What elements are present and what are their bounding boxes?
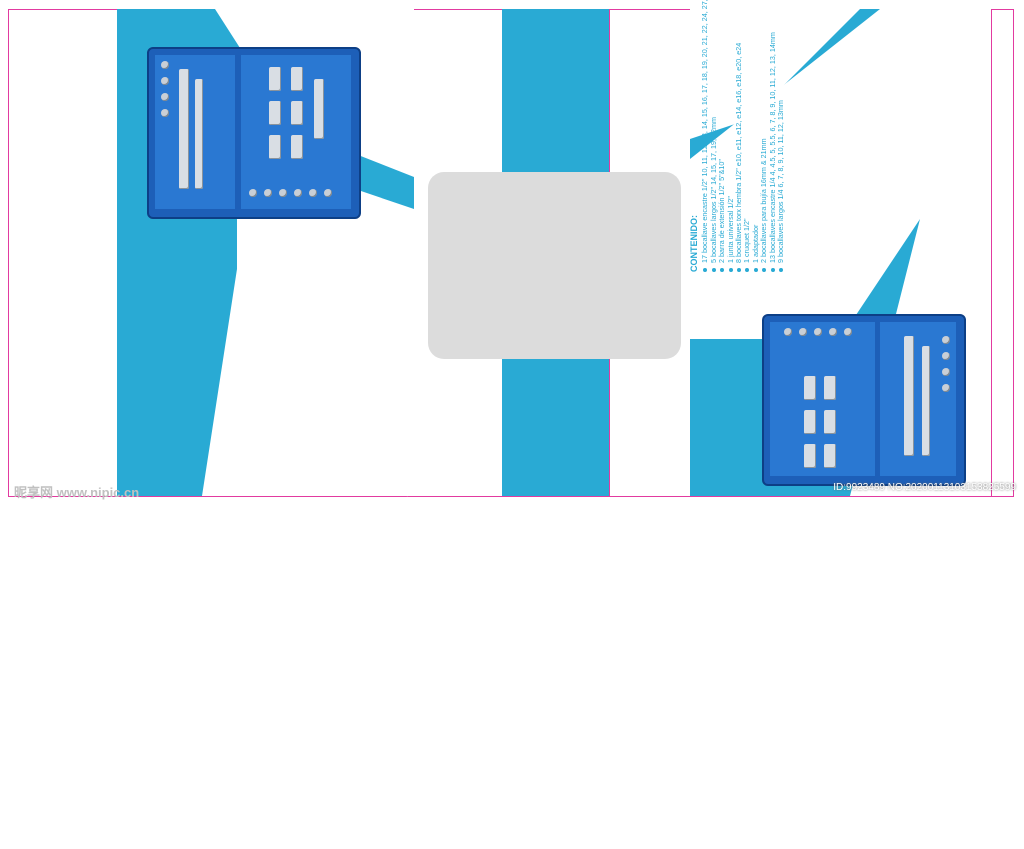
- contents-item: 2 bocallaves para bujía 16mm & 21mm: [345, 248, 355, 555]
- contents-heading: CONTENIDO:: [689, 215, 699, 272]
- wrench-tool: [922, 346, 930, 456]
- socket-tool: [804, 410, 816, 434]
- small-socket: [161, 77, 169, 85]
- small-socket: [814, 328, 822, 336]
- socket-tool: [269, 135, 281, 159]
- small-socket: [784, 328, 792, 336]
- contents-item: 1 mango de 1/2": [320, 567, 330, 839]
- small-socket: [309, 189, 317, 197]
- contents-item: 2 extensiones 1/4"&3: [404, 567, 414, 839]
- socket-tool: [269, 67, 281, 91]
- contents-item: 1 cruquet 1/2": [362, 248, 372, 555]
- socket-tool: [824, 444, 836, 468]
- socket-tool: [804, 376, 816, 400]
- small-socket: [294, 189, 302, 197]
- watermark-logo: 昵享网 www.nipic.cn: [14, 485, 140, 500]
- small-socket: [829, 328, 837, 336]
- contents-item: 1 junta universal 1/2": [379, 248, 388, 555]
- small-socket: [942, 352, 950, 360]
- contents-item: 9 bocallaves largos 1/4 6, 7, 8, 9, 10, …: [776, 0, 785, 272]
- fold-line-3: [991, 9, 992, 496]
- small-socket: [942, 384, 950, 392]
- contents-item: 5 bocallaves torx hembra 1/4 e4,e5,e6,e7…: [379, 567, 388, 839]
- small-socket: [279, 189, 287, 197]
- contents-item: 1 caja bmc: [312, 567, 321, 839]
- contents-column-1: 17 bocallave encastre 1/2" 10, 11, 12, 1…: [700, 0, 785, 272]
- right-contents-block: CONTENIDO: 17 bocallave encastre 1/2" 10…: [689, 0, 802, 272]
- contents-item: 1 barra deslizante en 1/4: [371, 567, 380, 839]
- contents-item: 1 junta universal 1/4: [396, 567, 405, 839]
- contents-item: 1 adaptador: [354, 248, 363, 555]
- contents-item: 20, 25, 27, 30: [337, 567, 346, 839]
- contents-item: 13 bocallaves encastre 1/4 4, 4.5, 5, 5.…: [337, 248, 346, 555]
- contents-column-1: 17 bocallave encastre 1/2" 10, 11, 12, 1…: [329, 248, 414, 555]
- contents-heading: CONTENIDO:: [415, 248, 425, 305]
- socket-tool: [269, 101, 281, 125]
- small-socket: [264, 189, 272, 197]
- toolbox-tray: [770, 322, 875, 476]
- contents-item: 2 barra de extensión 1/2" 5"&10": [387, 248, 397, 555]
- small-socket: [844, 328, 852, 336]
- small-socket: [324, 189, 332, 197]
- contents-item: 9 llaves hexagonales 1.5,2,2.5mm: [362, 567, 372, 839]
- watermark-id: ID:9923489 NO:20200113103153825599: [833, 482, 1016, 493]
- socket-tool: [824, 410, 836, 434]
- small-socket: [161, 61, 169, 69]
- small-socket: [942, 336, 950, 344]
- socket-tool: [291, 67, 303, 91]
- toolbox-image-left: [147, 47, 361, 219]
- socket-tool: [804, 444, 816, 468]
- wrench-tool: [195, 79, 203, 189]
- toolbox-image-right: [762, 314, 966, 486]
- small-socket: [161, 109, 169, 117]
- socket-tool: [824, 376, 836, 400]
- left-contents-block: CONTENIDO: 17 bocallave encastre 1/2" 10…: [312, 248, 425, 849]
- small-socket: [161, 93, 169, 101]
- contents-item: 8 bocallaves torx hembra 1/2" e10, e11, …: [371, 248, 380, 555]
- contents-item: 17 puntas de atornillador 8,10,12,H5, 45…: [329, 567, 338, 839]
- contents-item: 18 bocallaves encastre 1/4" (4, 4.5, 5, …: [345, 567, 355, 839]
- small-socket: [249, 189, 257, 197]
- small-socket: [799, 328, 807, 336]
- contents-item: 5 bocallaves largos 1/2" 14, 15, 17, 19,…: [396, 248, 405, 555]
- small-socket: [942, 368, 950, 376]
- wrench-tool: [179, 69, 189, 189]
- socket-tool: [291, 101, 303, 125]
- socket-tool: [314, 79, 324, 139]
- contents-item: 1 mango 1/4": [354, 567, 363, 839]
- socket-tool: [291, 135, 303, 159]
- contents-item: 1 cruquet 1/4: [387, 567, 397, 839]
- trim-line-bottom: [8, 496, 1014, 497]
- contents-item: 9 bocallaves largos 1/4 6, 7, 8, 9, 10, …: [329, 248, 338, 555]
- wrench-tool: [904, 336, 914, 456]
- trim-line-left: [8, 9, 9, 496]
- contents-item: 17 bocallave encastre 1/2" 10, 11, 12, 1…: [404, 248, 414, 555]
- trim-line-right: [1013, 9, 1014, 496]
- toolbox-tray: [880, 322, 956, 476]
- center-blank-box: [428, 172, 681, 359]
